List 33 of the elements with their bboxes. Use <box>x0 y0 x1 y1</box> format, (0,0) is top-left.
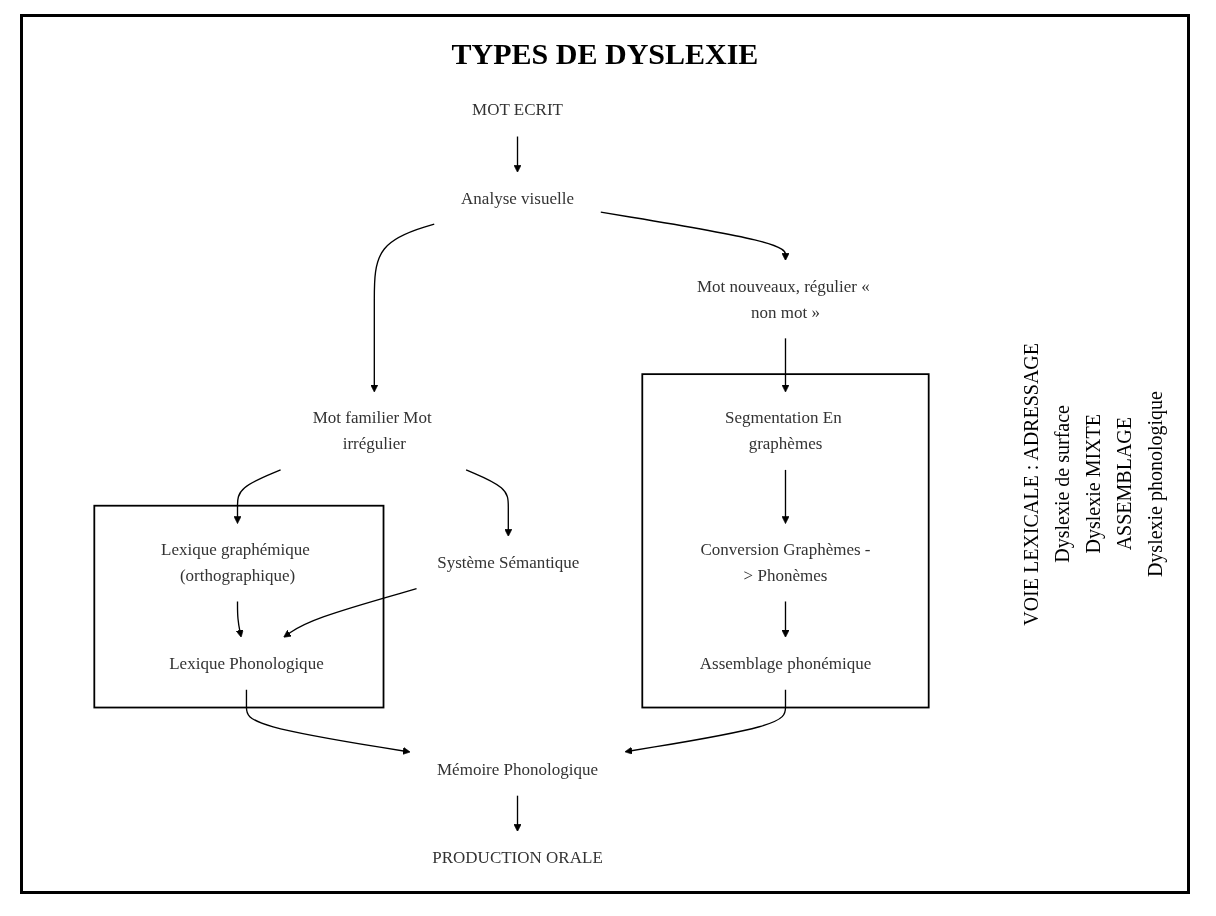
arrow <box>283 588 418 638</box>
node-text: Lexique Phonologique <box>169 653 324 673</box>
node-text: Mot familier Mot irrégulier <box>312 408 432 453</box>
arrow <box>370 223 435 393</box>
arrow <box>233 469 282 524</box>
node-text: Conversion Graphèmes -> Phonèmes <box>700 539 871 585</box>
node-text: Segmentation En graphèmes <box>725 408 842 453</box>
node-text: PRODUCTION ORALE <box>432 847 603 867</box>
cluster <box>93 504 385 709</box>
node-text: Lexique graphémique (orthographique) <box>161 539 310 585</box>
arrow <box>600 211 790 261</box>
arrow <box>465 469 513 537</box>
arrow <box>235 600 244 638</box>
vertical-label: Dyslexie de surface <box>1051 405 1074 563</box>
node-text: MOT ECRIT <box>472 100 563 120</box>
node-text: Système Sémantique <box>437 552 580 572</box>
vertical-label: Dyslexie phonologique <box>1144 390 1167 578</box>
arrow <box>245 688 411 755</box>
node-text: Mémoire Phonologique <box>436 759 599 779</box>
diagram-title: TYPES DE DYSLEXIE <box>451 37 759 71</box>
arrow <box>781 469 790 524</box>
vertical-label: VOIE LEXICALE : ADRESSAGE <box>1020 342 1043 626</box>
arrow <box>624 688 787 755</box>
arrow <box>781 337 790 393</box>
vertical-label: Dyslexie MIXTE <box>1082 414 1105 554</box>
node-text: Mot nouveaux, régulier « non mot » <box>696 276 870 321</box>
cluster <box>641 373 930 709</box>
vertical-label: ASSEMBLAGE <box>1113 417 1136 551</box>
node-text: Assemblage phonémique <box>699 653 872 673</box>
arrow <box>781 600 790 638</box>
arrow <box>513 135 522 173</box>
arrow <box>513 795 522 832</box>
node-text: Analyse visuelle <box>461 188 574 208</box>
